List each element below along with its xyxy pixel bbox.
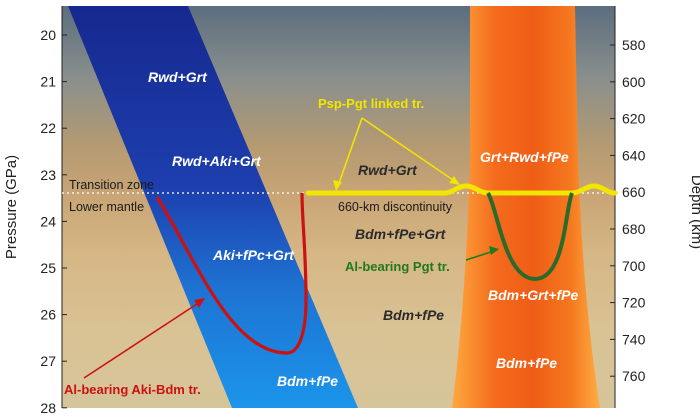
- psp-pgt-arrowhead-left: [333, 180, 342, 191]
- phase-label-grt-rwd-fpe: Grt+Rwd+fPe: [480, 149, 569, 165]
- al-pgt-arrow: [465, 246, 499, 261]
- right-tick-label: 700: [622, 258, 646, 274]
- note-discontinuity: 660-km discontinuity: [338, 200, 453, 214]
- left-tick-label: 22: [40, 120, 56, 136]
- phase-label-bdm-fpe-blue: Bdm+fPe: [277, 373, 338, 389]
- al-aki-bdm-transition-curve: [155, 192, 308, 355]
- left-tick-label: 26: [40, 307, 56, 323]
- right-tick-label: 760: [622, 368, 646, 384]
- right-tick-label: 720: [622, 295, 646, 311]
- phase-label-rwd-aki-grt: Rwd+Aki+Grt: [172, 153, 262, 169]
- phase-label-aki-fpc-grt: Aki+fPc+Grt: [212, 247, 295, 263]
- right-tick-label: 640: [622, 147, 646, 163]
- left-tick-label: 23: [40, 167, 56, 183]
- psp-pgt-arrows: [337, 117, 457, 187]
- right-tick-label: 740: [622, 331, 646, 347]
- phase-label-rwd-grt-blue: Rwd+Grt: [148, 69, 208, 85]
- al-aki-bdm-arrow: [83, 298, 205, 379]
- phase-label-bdm-fpe-grt: Bdm+fPe+Grt: [355, 226, 447, 242]
- phase-label-bdm-grt-fpe: Bdm+Grt+fPe: [488, 287, 578, 303]
- annotation-al-pgt: Al-bearing Pgt tr.: [345, 259, 450, 274]
- blue-band: [68, 6, 358, 408]
- right-axis-ticks: 580 600 620 640 660 680 700 720 740 760: [610, 37, 646, 384]
- phase-label-bdm-fpe-mid: Bdm+fPe: [383, 307, 444, 323]
- left-tick-label: 24: [40, 213, 56, 229]
- phase-label-rwd-grt-mid: Rwd+Grt: [358, 162, 418, 178]
- left-tick-label: 28: [40, 400, 56, 416]
- right-axis-title: Depth (km): [688, 175, 700, 249]
- left-tick-label: 21: [40, 74, 56, 90]
- note-transition-zone: Transition zone: [69, 178, 154, 192]
- psp-pgt-arrowhead-right: [449, 176, 460, 185]
- left-axis-ticks: 20 21 22 23 24 25 26 27 28: [40, 27, 67, 416]
- annotation-psp-pgt: Psp-Pgt linked tr.: [318, 96, 424, 111]
- annotation-al-aki-bdm: Al-bearing Aki-Bdm tr.: [64, 382, 201, 397]
- left-tick-label: 20: [40, 27, 56, 43]
- left-tick-label: 27: [40, 353, 56, 369]
- right-tick-label: 680: [622, 221, 646, 237]
- left-tick-label: 25: [40, 260, 56, 276]
- note-lower-mantle: Lower mantle: [69, 200, 144, 214]
- right-tick-label: 600: [622, 74, 646, 90]
- right-tick-label: 620: [622, 111, 646, 127]
- orange-band: [452, 6, 600, 408]
- right-tick-label: 660: [622, 184, 646, 200]
- right-tick-label: 580: [622, 37, 646, 53]
- al-pgt-transition-curve: [486, 191, 574, 282]
- left-axis-title: Pressure (GPa): [3, 155, 20, 259]
- phase-label-bdm-fpe-orange: Bdm+fPe: [496, 355, 557, 371]
